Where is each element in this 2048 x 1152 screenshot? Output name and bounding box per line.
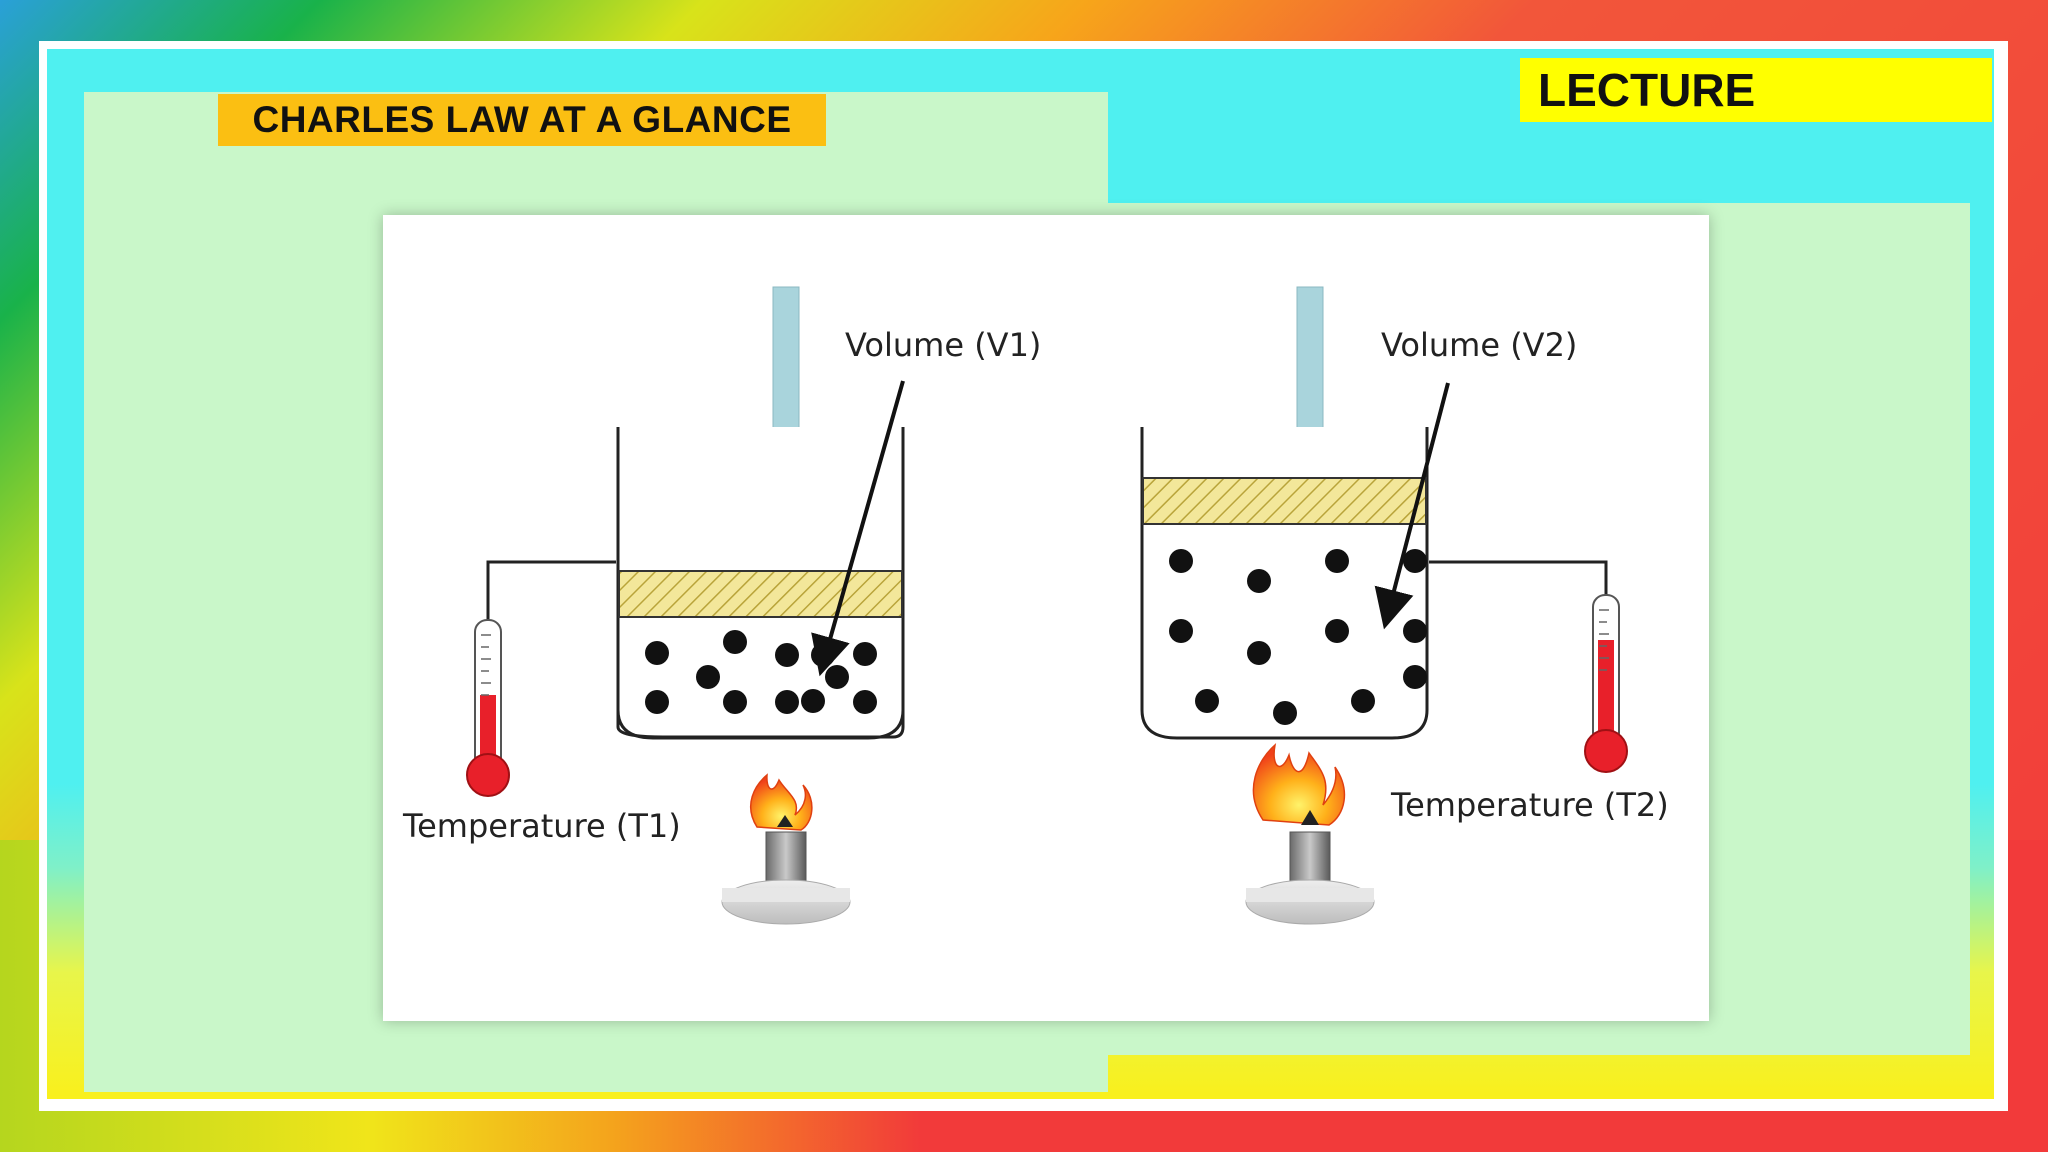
left-temperature-label: Temperature (T1) [402, 807, 681, 845]
right-flame-icon [1252, 743, 1346, 826]
left-thermometer-wire [486, 560, 616, 620]
right-piston [1142, 477, 1427, 525]
left-flame-icon [749, 773, 813, 831]
right-volume-label: Volume (V2) [1381, 326, 1577, 364]
left-piston-rod [772, 286, 800, 436]
right-container [1140, 427, 1429, 740]
right-volume-arrow [1374, 382, 1450, 630]
charles-law-diagram: Volume (V1) Temperature (T1) [383, 215, 1709, 1021]
right-thermometer-wire [1429, 560, 1608, 598]
left-volume-label: Volume (V1) [845, 326, 1041, 364]
right-piston-rod [1296, 286, 1324, 436]
right-apparatus: Volume (V2) Temperature (T2) [1140, 286, 1669, 925]
slide-title: CHARLES LAW AT A GLANCE [218, 94, 826, 146]
left-apparatus: Volume (V1) Temperature (T1) [402, 286, 1041, 925]
right-thermometer-bulb [1584, 729, 1628, 773]
left-piston [618, 570, 903, 618]
right-gas-particles [1169, 549, 1427, 725]
lecture-tag: LECTURE [1520, 58, 1992, 122]
left-volume-arrow [811, 380, 905, 677]
left-thermometer-bulb [466, 753, 510, 797]
right-temperature-label: Temperature (T2) [1390, 786, 1669, 824]
